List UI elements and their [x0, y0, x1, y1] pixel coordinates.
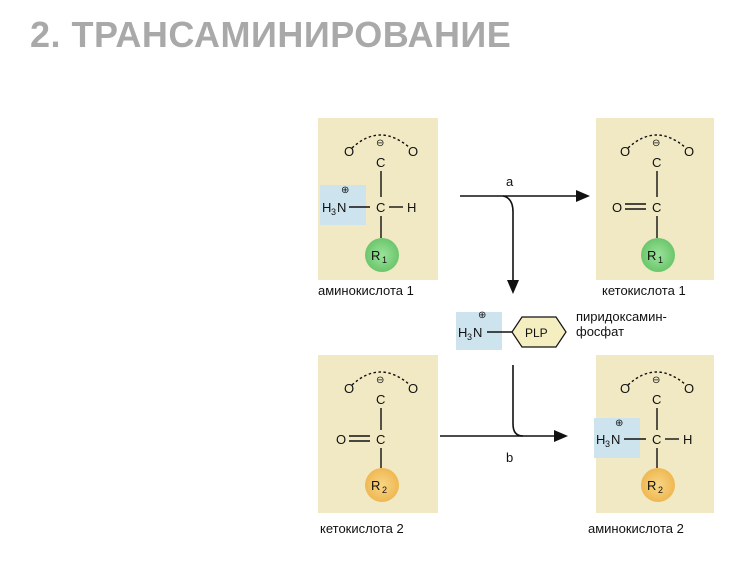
amino-acid-2: ⊖ O O C ⊕ H 3 N C H R 2 аминокислота 2 — [588, 355, 714, 536]
amine-hydrogen: H — [458, 325, 467, 340]
reaction-b: b — [440, 365, 568, 465]
carboxyl-carbon: C — [376, 155, 385, 170]
r-group-index: 2 — [658, 485, 663, 495]
arrow-b-label: b — [506, 450, 513, 465]
carboxyl-carbon: C — [652, 155, 661, 170]
carboxylate-resonance-arc — [351, 134, 411, 149]
arrow-a-label: a — [506, 174, 514, 189]
arrow-a-head — [576, 190, 590, 202]
alpha-carbon: C — [652, 432, 661, 447]
r-group-index: 1 — [382, 255, 387, 265]
r-group-letter: R — [647, 478, 656, 493]
r-group-1-circle — [641, 238, 675, 272]
amine-nitrogen: N — [473, 325, 482, 340]
alpha-hydrogen: H — [683, 432, 692, 447]
plp-label: PLP — [525, 326, 548, 340]
r-group-2-circle — [641, 468, 675, 502]
amine-group-box — [594, 418, 640, 458]
amine-nitrogen: N — [611, 432, 620, 447]
r-group-1-circle — [365, 238, 399, 272]
reaction-a: a — [460, 174, 590, 294]
carboxylate-resonance-arc — [627, 134, 687, 149]
arrow-a-branch-head — [507, 280, 519, 294]
carboxyl-carbon: C — [376, 392, 385, 407]
r-group-index: 1 — [658, 255, 663, 265]
keto-acid-1: ⊖ O O C O C R 1 кетокислота 1 — [596, 118, 714, 298]
keto-acid-1-caption: кетокислота 1 — [602, 283, 686, 298]
r-group-letter: R — [647, 248, 656, 263]
amino-acid-1: ⊖ O O C ⊕ H 3 N C H R 1 аминокислота 1 — [318, 118, 438, 298]
oxygen-left: O — [344, 381, 354, 396]
oxygen-right: O — [408, 144, 418, 159]
page-title: 2. ТРАНСАМИНИРОВАНИЕ — [30, 14, 512, 55]
carboxylate-resonance-arc — [627, 371, 687, 386]
oxygen-left: O — [344, 144, 354, 159]
amino-acid-1-caption: аминокислота 1 — [318, 283, 414, 298]
amine-hydrogen: H — [596, 432, 605, 447]
alpha-carbon: C — [376, 432, 385, 447]
cofactor-name-line2: фосфат — [576, 324, 624, 339]
keto-acid-2: ⊖ O O C O C R 2 кетокислота 2 — [318, 355, 438, 536]
carboxyl-carbon: C — [652, 392, 661, 407]
minus-charge: ⊖ — [376, 138, 384, 149]
r-group-index: 2 — [382, 485, 387, 495]
amine-h-count: 3 — [605, 439, 610, 449]
amine-nitrogen: N — [337, 200, 346, 215]
amino-acid-2-caption: аминокислота 2 — [588, 521, 684, 536]
alpha-carbon: C — [376, 200, 385, 215]
pyridoxamine-phosphate: ⊕ H 3 N PLP пиридоксамин- фосфат — [456, 309, 667, 350]
keto-oxygen: O — [612, 200, 622, 215]
arrow-b-branch — [512, 365, 524, 437]
oxygen-right: O — [684, 144, 694, 159]
cofactor-name-line1: пиридоксамин- — [576, 309, 667, 324]
keto-oxygen: O — [336, 432, 346, 447]
amine-h-count: 3 — [467, 332, 472, 342]
amine-h-count: 3 — [331, 207, 336, 217]
oxygen-left: O — [620, 381, 630, 396]
oxygen-right: O — [408, 381, 418, 396]
amine-hydrogen: H — [322, 200, 331, 215]
plus-charge: ⊕ — [341, 185, 349, 196]
keto-acid-2-caption: кетокислота 2 — [320, 521, 404, 536]
amine-group-box — [320, 185, 366, 225]
carboxylate-resonance-arc — [351, 371, 411, 386]
arrow-b-head — [554, 430, 568, 442]
oxygen-right: O — [684, 381, 694, 396]
minus-charge: ⊖ — [376, 375, 384, 386]
alpha-carbon: C — [652, 200, 661, 215]
arrow-a-branch — [502, 195, 514, 282]
plus-charge: ⊕ — [478, 310, 486, 321]
r-group-letter: R — [371, 478, 380, 493]
r-group-letter: R — [371, 248, 380, 263]
plp-hexagon — [511, 316, 567, 348]
minus-charge: ⊖ — [652, 138, 660, 149]
alpha-hydrogen: H — [407, 200, 416, 215]
minus-charge: ⊖ — [652, 375, 660, 386]
amine-group-box — [456, 312, 502, 350]
r-group-2-circle — [365, 468, 399, 502]
oxygen-left: O — [620, 144, 630, 159]
plus-charge: ⊕ — [615, 418, 623, 429]
